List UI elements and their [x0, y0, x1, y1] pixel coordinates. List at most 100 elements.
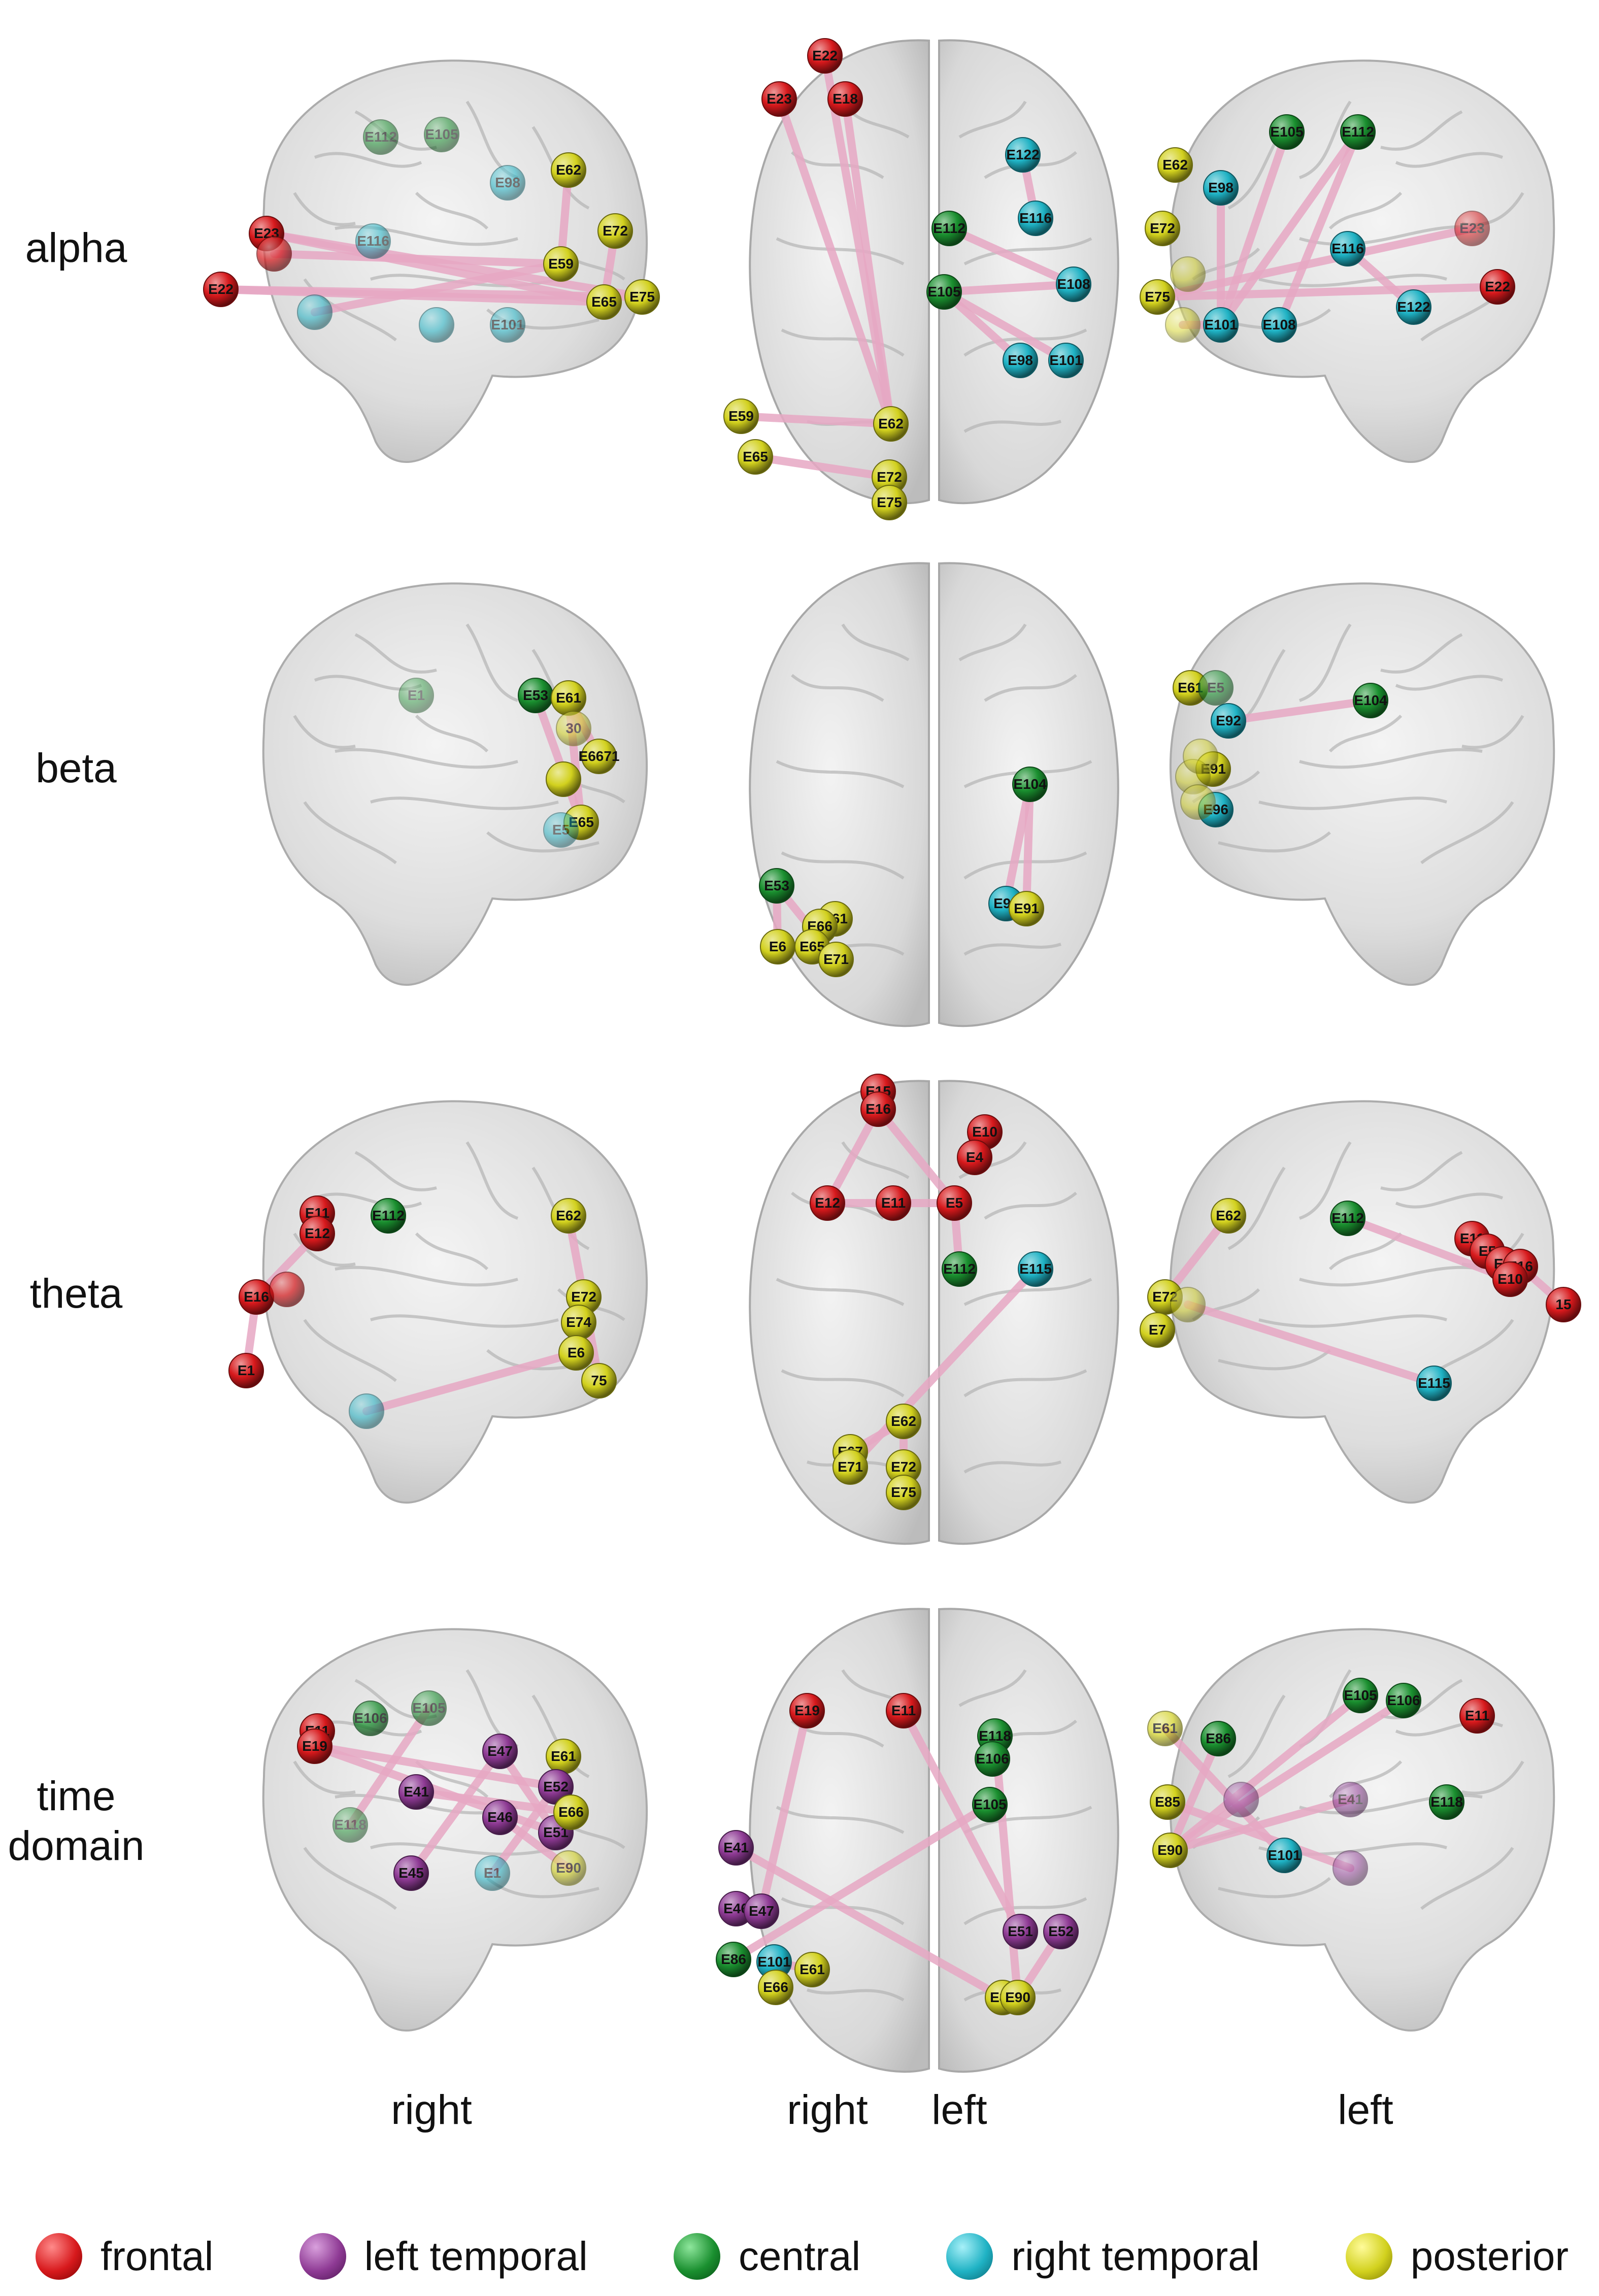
electrode-node: E1	[398, 678, 434, 713]
electrode-sphere	[1140, 1312, 1175, 1348]
electrode-sphere	[1147, 1711, 1183, 1746]
electrode-label: E1	[484, 1865, 501, 1881]
electrode-label: E59	[548, 256, 574, 272]
electrode-node: E5	[1198, 670, 1234, 706]
electrode-node: E118	[332, 1807, 368, 1843]
electrode-label: E52	[1048, 1923, 1074, 1939]
electrode-sphere	[490, 165, 525, 201]
brain-sulcus	[415, 191, 489, 230]
brain-sulcus	[963, 1806, 1092, 1834]
electrode-sphere	[1454, 211, 1490, 246]
electrode-node: E86	[716, 1942, 751, 1977]
electrode-node: E22	[203, 272, 239, 307]
electrode-sphere	[1223, 1782, 1259, 1817]
electrode-node: E12	[299, 1216, 335, 1251]
brain-sulcus	[335, 748, 518, 769]
electrode-label: E101	[1268, 1847, 1301, 1863]
electrode-sphere	[886, 1693, 921, 1728]
electrode-node: E6	[558, 1335, 594, 1371]
electrode-node: E45	[393, 1855, 429, 1891]
electrode-node	[1223, 1782, 1259, 1817]
electrode-sphere	[1048, 343, 1084, 378]
electrode-node: E1	[475, 1855, 510, 1891]
electrode-node: E112	[942, 1251, 977, 1287]
electrode-node: E86	[1201, 1721, 1236, 1756]
electrode-node: E90	[1152, 1833, 1188, 1868]
electrode-label: 30	[565, 720, 581, 736]
connection-edge	[346, 1704, 433, 1829]
electrode-label: E112	[1342, 124, 1374, 140]
electrode-sphere	[543, 246, 579, 282]
brain-sulcus	[1328, 191, 1403, 230]
legend-item-central: central	[674, 2233, 860, 2280]
electrode-sphere	[1330, 231, 1365, 267]
electrode-sphere	[1157, 147, 1193, 183]
electrode-node: E66	[553, 1794, 589, 1830]
brain-sulcus	[314, 152, 422, 168]
electrode-node: E62	[551, 1198, 586, 1234]
brain-sulcus	[1380, 1679, 1463, 1719]
electrode-node: E101	[490, 307, 525, 343]
electrode-node: E105	[972, 1787, 1008, 1822]
electrode-sphere	[1353, 683, 1388, 718]
right-temporal-dot-icon	[946, 2233, 993, 2280]
electrode-sphere	[1170, 256, 1206, 292]
electrode-node: E112	[1330, 1201, 1365, 1236]
electrode-sphere	[581, 1363, 617, 1399]
electrode-sphere	[624, 279, 660, 315]
electrode-label: E1	[238, 1362, 255, 1378]
electrode-node: E71	[832, 1449, 868, 1485]
electrode-node: E105	[424, 117, 459, 152]
brain-sulcus	[1258, 274, 1447, 287]
connection-edge	[874, 1105, 958, 1207]
electrode-sphere	[931, 211, 967, 246]
electrode-node: E112	[931, 211, 967, 246]
left-temporal-dot-icon	[299, 2233, 346, 2280]
electrode-node: 15	[1546, 1287, 1581, 1322]
electrode-node: E7	[1140, 1312, 1175, 1348]
electrode-sphere	[490, 307, 525, 343]
connection-edge	[1275, 128, 1362, 329]
brain-sulcus	[1227, 1694, 1286, 1778]
electrode-label: E112	[933, 220, 965, 236]
connection-edge	[1161, 1724, 1288, 1859]
electrode-node: E41	[398, 1774, 434, 1810]
brain-sulcus	[1299, 101, 1352, 179]
electrode-sphere	[1198, 670, 1234, 706]
electrode-node: E62	[886, 1404, 921, 1439]
electrode-label: E104	[1013, 776, 1047, 792]
electrode-node: E11	[876, 1185, 911, 1221]
electrode-sphere	[1332, 1782, 1368, 1817]
brain-sulcus	[293, 1760, 356, 1795]
brain-sulcus	[781, 1369, 905, 1397]
electrode-sphere	[1480, 269, 1515, 305]
brain-sulcus	[303, 1847, 397, 1910]
electrode-label: E98	[495, 175, 520, 190]
electrode-sphere	[758, 1970, 793, 2005]
electrode-sphere	[1267, 1838, 1302, 1873]
electrode-sphere	[1180, 784, 1216, 820]
electrode-node: E22	[1480, 269, 1515, 305]
central-dot-icon	[674, 2233, 721, 2280]
brain-sulcus	[465, 623, 518, 702]
electrode-sphere	[1012, 767, 1048, 802]
electrode-node: E23	[1454, 211, 1490, 246]
electrode-label: E101	[491, 317, 524, 332]
electrode-node: E47	[744, 1893, 779, 1929]
electrode-label: E10	[972, 1124, 997, 1140]
electrode-node: E101	[1267, 1838, 1302, 1873]
electrode-label: E22	[1485, 279, 1510, 294]
brain-sulcus	[984, 674, 1077, 702]
electrode-label: E61	[1152, 1720, 1178, 1736]
electrode-label: E1	[408, 687, 425, 703]
electrode-sphere	[1343, 1678, 1378, 1713]
electrode-sphere	[398, 678, 434, 713]
electrode-sphere	[1546, 1287, 1581, 1322]
electrode-node	[269, 1272, 305, 1307]
electrode-node: E41	[718, 1830, 754, 1866]
column-label-left-lateral: left	[1338, 2087, 1393, 2133]
brain-sulcus	[958, 101, 1027, 139]
electrode-label: E72	[877, 469, 902, 485]
